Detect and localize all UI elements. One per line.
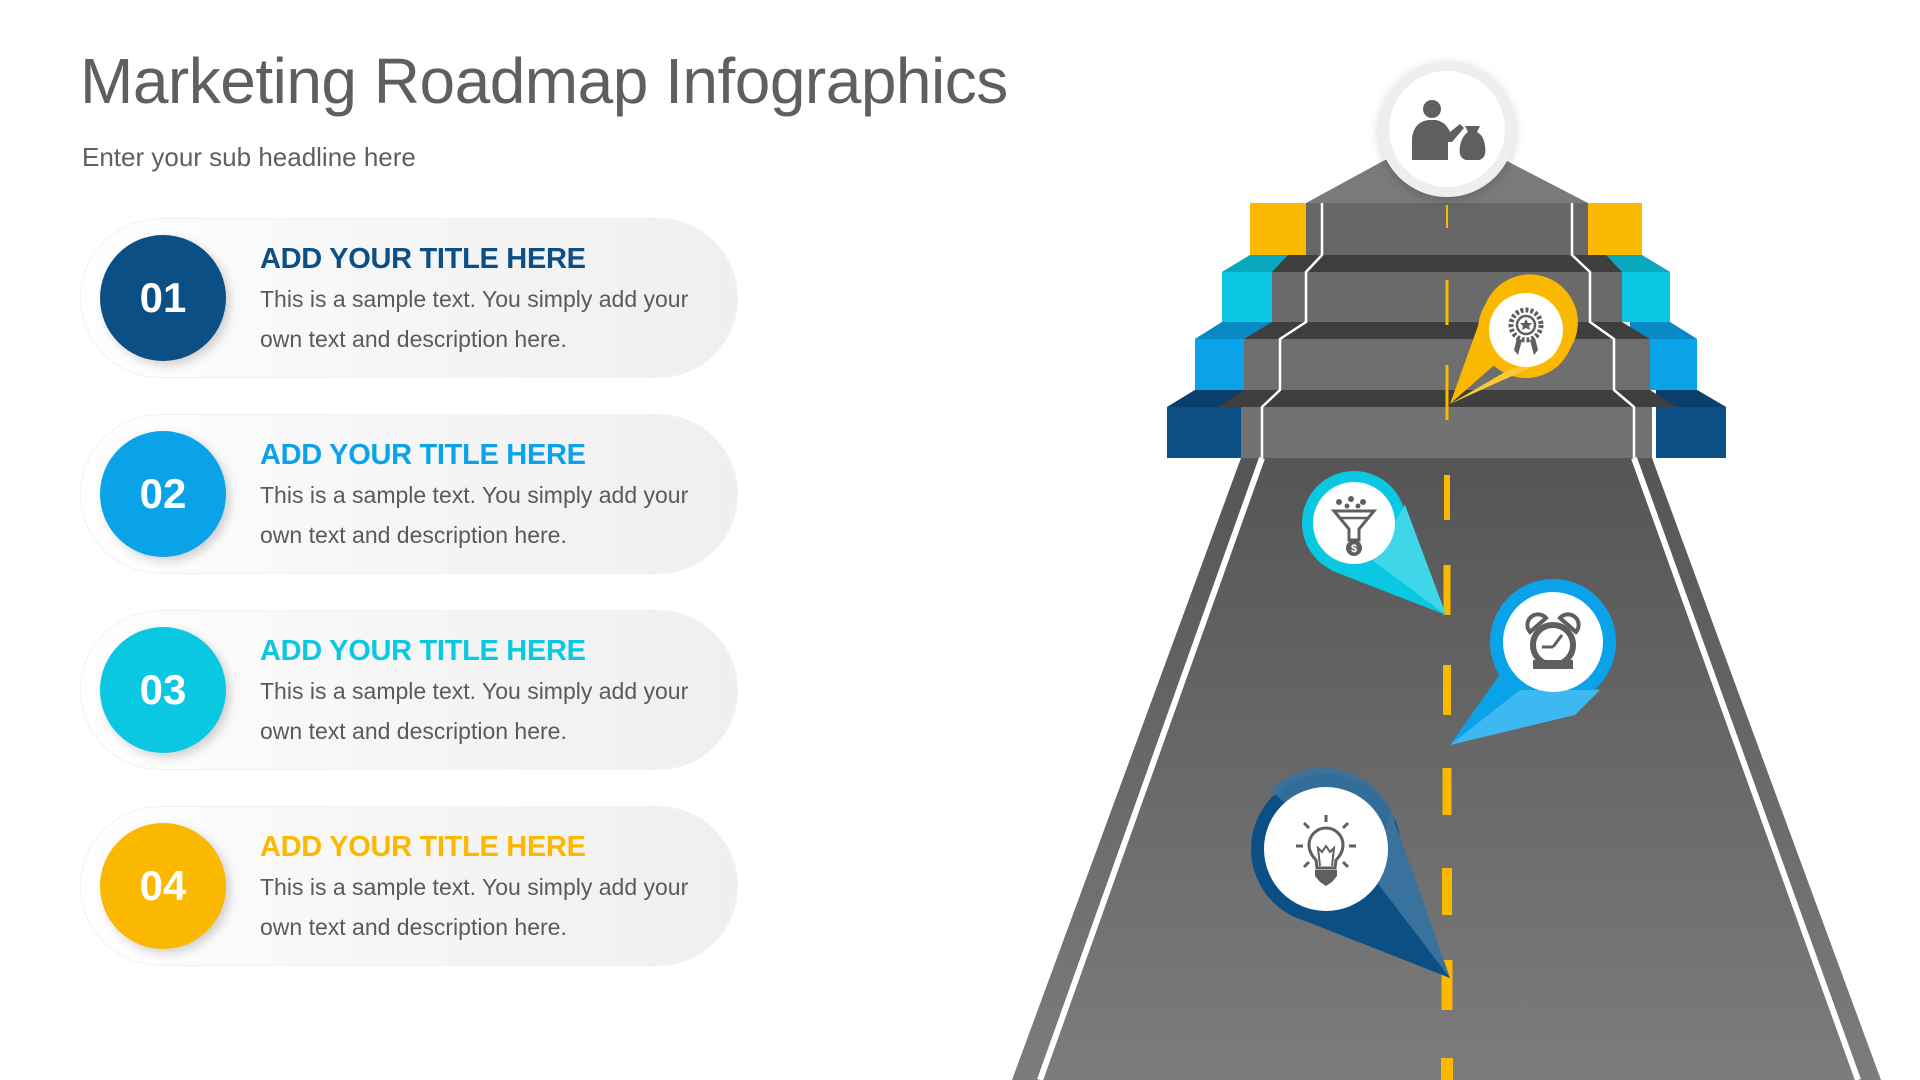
step-description: This is a sample text. You simply add yo… bbox=[260, 678, 689, 744]
step-card-2: 02 ADD YOUR TITLE HERE This is a sample … bbox=[81, 415, 737, 573]
step-card-4: 04 ADD YOUR TITLE HERE This is a sample … bbox=[81, 807, 737, 965]
pin-clock bbox=[1450, 579, 1616, 745]
road bbox=[1012, 456, 1881, 1080]
page-subtitle: Enter your sub headline here bbox=[82, 142, 416, 172]
step-number-badge: 01 bbox=[100, 235, 226, 361]
businessman-money-bag-icon bbox=[1412, 100, 1486, 160]
step-description: This is a sample text. You simply add yo… bbox=[260, 482, 689, 548]
stair-side-blocks bbox=[1167, 203, 1726, 458]
pin-lightbulb bbox=[1251, 767, 1450, 978]
sales-funnel-dollar-icon: $ bbox=[1330, 496, 1378, 556]
stairs bbox=[1218, 160, 1676, 458]
step-number-badge: 03 bbox=[100, 627, 226, 753]
svg-text:$: $ bbox=[1351, 543, 1357, 555]
step-description: This is a sample text. You simply add yo… bbox=[260, 286, 689, 352]
pin-funnel bbox=[1302, 471, 1446, 615]
step-description: This is a sample text. You simply add yo… bbox=[260, 874, 689, 940]
page-title: Marketing Roadmap Infographics bbox=[80, 45, 1008, 117]
goal-marker bbox=[1379, 61, 1515, 197]
step-title: ADD YOUR TITLE HERE bbox=[260, 635, 586, 667]
step-card-1: 01 ADD YOUR TITLE HERE This is a sample … bbox=[81, 219, 737, 377]
step-number-badge: 04 bbox=[100, 823, 226, 949]
step-title: ADD YOUR TITLE HERE bbox=[260, 439, 586, 471]
step-title: ADD YOUR TITLE HERE bbox=[260, 243, 586, 275]
step-number-badge: 02 bbox=[100, 431, 226, 557]
lightbulb-icon bbox=[1296, 815, 1356, 886]
step-title: ADD YOUR TITLE HERE bbox=[260, 831, 586, 863]
step-card-3: 03 ADD YOUR TITLE HERE This is a sample … bbox=[81, 611, 737, 769]
award-badge-icon bbox=[1508, 307, 1544, 355]
pin-award bbox=[1450, 274, 1578, 404]
alarm-clock-icon bbox=[1525, 612, 1581, 669]
